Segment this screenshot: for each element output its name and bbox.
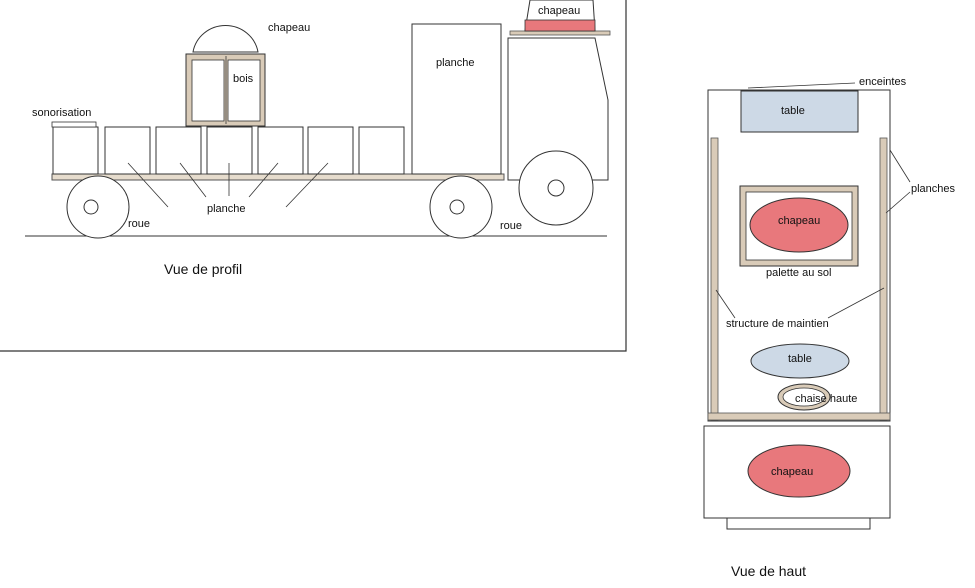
crate	[206, 126, 253, 175]
tall-plank	[411, 23, 502, 175]
top-view: enceintes table planches chapeau palette…	[703, 76, 956, 579]
plank-bottom	[707, 412, 891, 421]
table-top-rect	[740, 90, 859, 133]
planche-leaders	[127, 162, 329, 208]
wheels	[66, 150, 594, 239]
leader-structure-right	[827, 287, 885, 319]
label-chapeau-cab-top: chapeau	[771, 466, 813, 478]
cab-hat-brim	[509, 30, 611, 36]
plank-right	[879, 137, 888, 421]
label-chaise: chaise haute	[795, 393, 857, 405]
leader-planches-1	[889, 149, 911, 183]
leader-structure-left	[715, 289, 736, 319]
sound-system-top	[51, 121, 97, 128]
side-view: chapeau bois sonorisation planche planch…	[0, 0, 627, 352]
label-structure: structure de maintien	[726, 318, 829, 330]
high-chair-inner	[782, 387, 826, 407]
label-table-ellipse: table	[788, 353, 812, 365]
leader-planches-2	[885, 191, 911, 214]
leader-line	[285, 162, 329, 208]
caption-side-view: Vue de profil	[164, 261, 242, 277]
cab-hat-band	[524, 19, 596, 32]
label-roue-rear: roue	[128, 218, 150, 230]
leader-line	[127, 162, 169, 208]
label-planches: planches	[911, 183, 956, 195]
plank-left	[710, 137, 719, 421]
wood-panel-left	[191, 59, 225, 122]
side-view-frame	[0, 0, 627, 352]
chapeau-center-ellipse	[749, 197, 849, 253]
crates	[52, 126, 405, 175]
crate	[155, 126, 202, 175]
label-palette: palette au sol	[766, 267, 831, 279]
cab-bumper	[726, 517, 871, 530]
label-bois: bois	[233, 73, 254, 85]
wood-panel-right	[227, 59, 261, 122]
wheel-front-hub	[547, 179, 565, 197]
caption-top-view: Vue de haut	[731, 563, 806, 579]
label-enceintes: enceintes	[859, 76, 907, 88]
label-planche-wall: planche	[436, 57, 475, 69]
crate	[257, 126, 304, 175]
crate	[307, 126, 354, 175]
wheel-middle-hub	[449, 199, 465, 215]
wood-booth	[185, 53, 266, 127]
leader-line	[179, 162, 207, 198]
label-planche-floor: planche	[207, 203, 246, 215]
leader-line	[248, 162, 279, 198]
label-sonorisation: sonorisation	[32, 107, 91, 119]
crate	[358, 126, 405, 175]
dome-hat	[192, 25, 259, 53]
label-chapeau-cab: chapeau	[538, 5, 580, 17]
table-ellipse	[750, 343, 850, 379]
label-table-top: table	[781, 105, 805, 117]
wheel-rear-hub	[83, 199, 99, 215]
leader-enceintes	[747, 82, 856, 89]
label-chapeau: chapeau	[268, 22, 310, 34]
chapeau-cab-ellipse	[747, 444, 851, 498]
crate	[104, 126, 151, 175]
trailer-platform	[51, 173, 505, 181]
crate	[52, 126, 99, 175]
label-roue-front: roue	[500, 220, 522, 232]
label-chapeau-center: chapeau	[778, 215, 820, 227]
